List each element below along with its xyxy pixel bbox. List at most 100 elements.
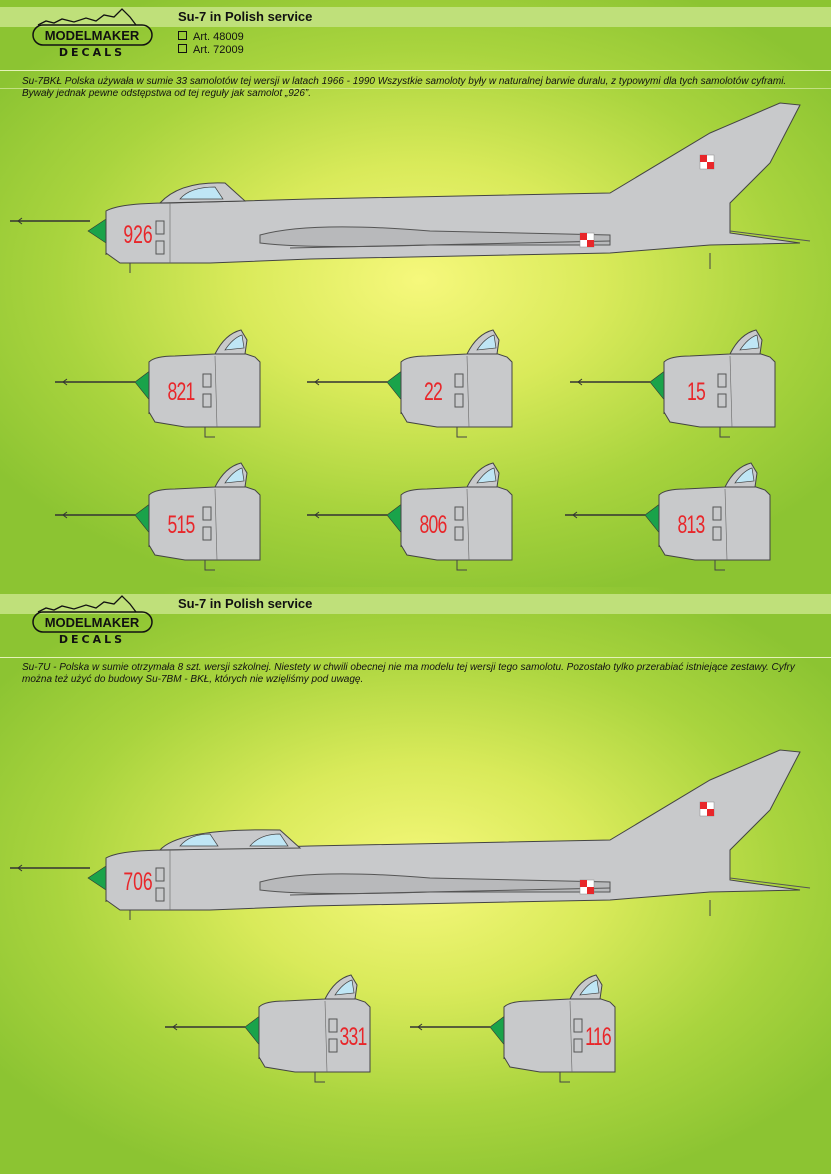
nose-section-116: 116 xyxy=(410,974,616,1083)
polish-checkerboard-roundel xyxy=(579,879,595,895)
polish-checkerboard-roundel xyxy=(579,232,595,248)
header-band xyxy=(0,594,831,614)
nose-section-806: 806 xyxy=(307,462,513,571)
roundel-red xyxy=(580,880,587,887)
aircraft-side-view-926: 926 xyxy=(10,102,811,273)
nose-section-821: 821 xyxy=(55,329,261,438)
tactical-number: 116 xyxy=(585,1022,611,1051)
forward-fuselage xyxy=(400,484,513,561)
nose-gear xyxy=(314,1072,325,1083)
forward-fuselage xyxy=(658,484,771,561)
wing-root-fairing xyxy=(259,226,611,248)
panel xyxy=(712,506,722,521)
tactical-number: 813 xyxy=(678,510,706,539)
tactical-number: 706 xyxy=(123,867,152,896)
nose-section-331: 331 xyxy=(165,974,371,1083)
stabilizer xyxy=(729,877,811,889)
roundel-red xyxy=(580,233,587,240)
canopy-glass xyxy=(739,334,760,351)
panel xyxy=(717,373,727,388)
roundel-red xyxy=(700,155,707,162)
checkbox-icon xyxy=(178,44,187,53)
roundel-red xyxy=(707,809,714,816)
forward-fuselage xyxy=(148,484,261,561)
canopy-glass xyxy=(334,979,355,996)
tactical-number: 15 xyxy=(687,377,706,406)
roundel-red xyxy=(707,162,714,169)
panel xyxy=(454,526,464,541)
landing-gear xyxy=(129,900,711,920)
intake-cone xyxy=(87,865,107,891)
forward-fuselage xyxy=(400,351,513,428)
tactical-number: 806 xyxy=(420,510,448,539)
panel-line xyxy=(214,355,218,428)
divider xyxy=(0,88,831,89)
panel xyxy=(202,506,212,521)
canopy-glass xyxy=(224,334,245,351)
divider xyxy=(0,70,831,71)
panel xyxy=(454,506,464,521)
forward-fuselage xyxy=(148,351,261,428)
canopy-glass xyxy=(734,467,755,484)
panel-line xyxy=(569,1000,573,1073)
canopy-glass xyxy=(249,833,289,847)
section-description: Su-7BKŁ Polska używała w sumie 33 samolo… xyxy=(22,76,787,99)
panel-line xyxy=(729,355,733,428)
article-2-option[interactable]: Art. 72009 xyxy=(178,44,244,56)
panel xyxy=(202,526,212,541)
panel xyxy=(155,220,165,235)
panel-line xyxy=(724,488,728,561)
probe-vane xyxy=(62,511,68,519)
canopy-glass xyxy=(476,334,497,351)
wing-root-fairing xyxy=(259,873,611,895)
tactical-number: 926 xyxy=(123,220,152,249)
tactical-number: 821 xyxy=(168,377,196,406)
panel xyxy=(454,373,464,388)
intake-cone xyxy=(87,218,107,244)
roundel-red xyxy=(587,887,594,894)
svg-text:DECALS: DECALS xyxy=(59,633,125,645)
probe-vane xyxy=(577,378,583,386)
polish-checkerboard-roundel xyxy=(699,154,715,170)
tactical-number: 515 xyxy=(168,510,196,539)
svg-text:DECALS: DECALS xyxy=(59,46,125,58)
panel xyxy=(155,867,165,882)
panel xyxy=(712,526,722,541)
canopy-glass xyxy=(179,833,219,847)
roundel-red xyxy=(587,240,594,247)
probe-vane xyxy=(62,378,68,386)
sheet-title: Su-7 in Polish service xyxy=(178,9,313,24)
nose-section-813: 813 xyxy=(565,462,771,571)
panel xyxy=(202,373,212,388)
probe-vane xyxy=(314,378,320,386)
nose-section-15: 15 xyxy=(570,329,776,438)
roundel-red xyxy=(700,802,707,809)
drop-tank xyxy=(289,240,611,249)
probe-vane xyxy=(417,1023,423,1031)
panel xyxy=(717,393,727,408)
panel-line xyxy=(466,488,470,561)
nose-gear xyxy=(559,1072,570,1083)
sheet-title: Su-7 in Polish service xyxy=(178,596,313,611)
nose-gear xyxy=(456,427,467,438)
tactical-number: 22 xyxy=(424,377,443,406)
article-1-option[interactable]: Art. 48009 xyxy=(178,31,244,43)
svg-text:MODELMAKER: MODELMAKER xyxy=(45,28,140,43)
polish-checkerboard-roundel xyxy=(699,801,715,817)
stabilizer xyxy=(729,230,811,242)
panel xyxy=(202,393,212,408)
probe-vane xyxy=(17,217,23,225)
canopy-glass xyxy=(224,467,245,484)
nose-gear xyxy=(719,427,730,438)
nose-section-515: 515 xyxy=(55,462,261,571)
canopy-glass xyxy=(579,979,600,996)
tactical-number: 331 xyxy=(340,1022,368,1051)
nose-gear xyxy=(714,560,725,571)
drop-tank xyxy=(289,887,611,896)
probe-vane xyxy=(172,1023,178,1031)
modelmaker-logo: MODELMAKER DECALS xyxy=(32,595,153,645)
panel xyxy=(454,393,464,408)
forward-fuselage xyxy=(663,351,776,428)
panel xyxy=(155,240,165,255)
